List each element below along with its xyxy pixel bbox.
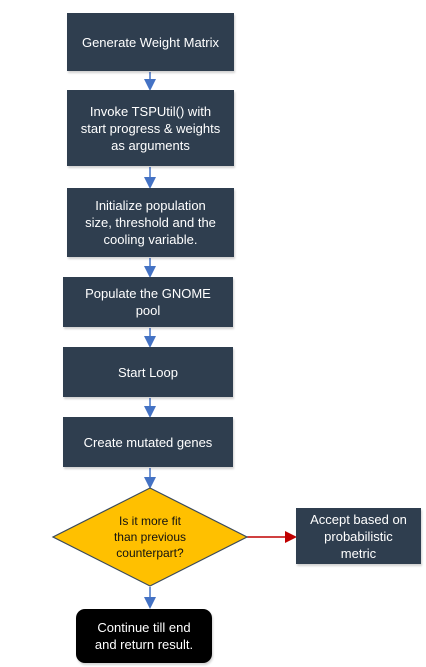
node-label: Invoke TSPUtil() with start progress & w…	[80, 103, 221, 153]
node-accept-probabilistic: Accept based on probabilistic metric	[296, 508, 421, 564]
node-initialize-population: Initialize population size, threshold an…	[67, 188, 234, 257]
decision-diamond	[51, 487, 249, 587]
node-label: Initialize population size, threshold an…	[85, 198, 216, 247]
node-create-mutated-genes: Create mutated genes	[63, 417, 233, 467]
node-label: Accept based on probabilistic metric	[310, 511, 407, 561]
node-populate-gnome-pool: Populate the GNOME pool	[63, 277, 233, 327]
node-generate-weight-matrix: Generate Weight Matrix	[67, 13, 234, 71]
node-label: Start Loop	[118, 364, 178, 380]
node-label: Create mutated genes	[83, 434, 213, 450]
node-label: Generate Weight Matrix	[81, 34, 220, 50]
node-label: Populate the GNOME pool	[85, 286, 211, 318]
node-invoke-tsputil: Invoke TSPUtil() with start progress & w…	[67, 90, 234, 166]
node-continue-till-end: Continue till end and return result.	[76, 609, 212, 663]
node-label: Continue till end and return result.	[94, 620, 194, 652]
decision-label: Is it more fit than previous counterpart…	[113, 514, 187, 560]
node-start-loop: Start Loop	[63, 347, 233, 397]
